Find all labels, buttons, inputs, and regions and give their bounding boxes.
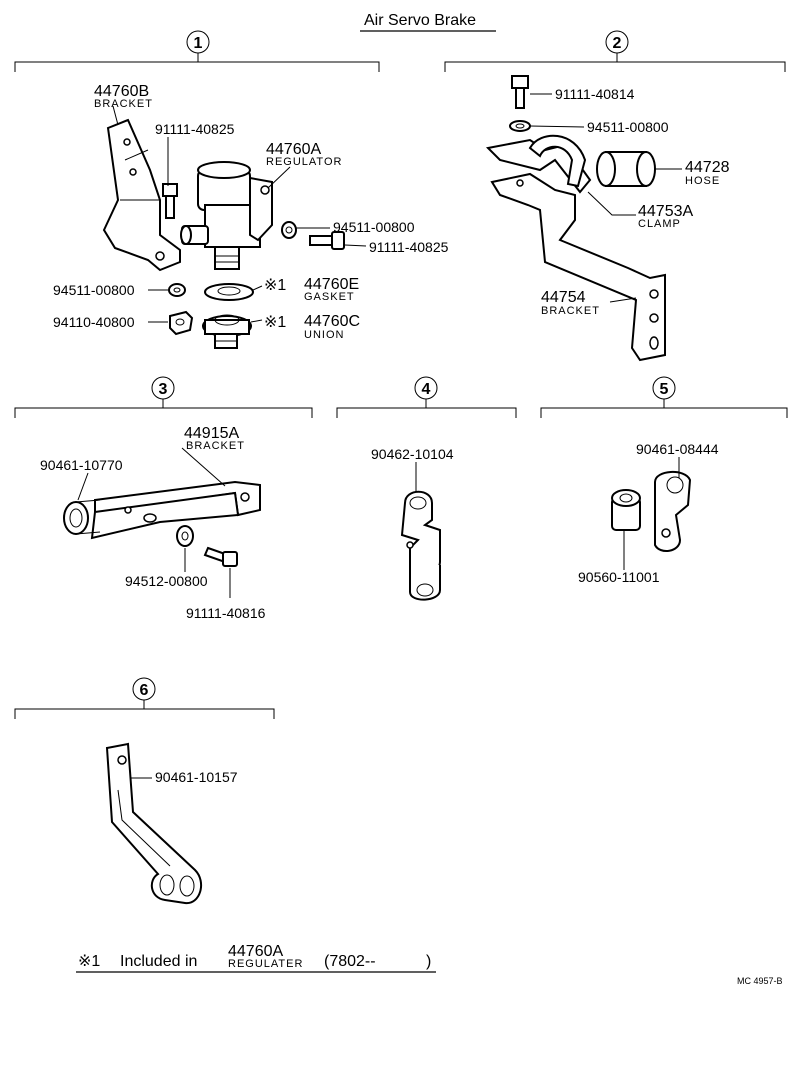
s1-gasket-mark: ※1: [264, 277, 286, 294]
section-1-header: 1: [14, 30, 380, 72]
section-2-leaders: [529, 93, 682, 303]
section-3-leaders: [77, 447, 231, 598]
svg-text:3: 3: [159, 381, 168, 398]
s1-bolt-right-pn: 91111-40825: [369, 239, 449, 255]
s1-bolt-pn: 91111-40825: [155, 121, 235, 137]
s3-bracket-pn: 44915A: [184, 425, 239, 442]
s6-clip-pn: 90461-10157: [155, 769, 238, 785]
section-6-header: 6: [14, 677, 275, 719]
section-5-leaders: [623, 457, 680, 570]
section-4-clip-drawing: [400, 490, 441, 601]
s2-hose-name: HOSE: [685, 175, 720, 187]
section-1-leaders: [112, 105, 367, 323]
svg-text:2: 2: [613, 35, 622, 52]
s1-gasket-name: GASKET: [304, 291, 355, 303]
section-6-clip-drawing: [105, 742, 203, 905]
s5-clip-pn: 90461-08444: [636, 441, 719, 457]
section-2-washer-drawing: [509, 120, 531, 132]
footnote-range: (7802--: [324, 953, 376, 970]
page-title: Air Servo Brake: [364, 12, 476, 29]
footnote-text: Included in: [120, 953, 197, 970]
footnote-close: ): [426, 953, 431, 970]
s1-regulator-name: REGULATOR: [266, 156, 342, 168]
s5-sleeve-pn: 90560-11001: [578, 569, 660, 585]
s2-clamp-pn: 44753A: [638, 203, 693, 220]
section-2-hose-drawing: [596, 151, 656, 187]
section-3-clip-drawing: [63, 499, 101, 535]
s1-regulator-pn: 44760A: [266, 141, 321, 158]
svg-text:4: 4: [422, 381, 431, 398]
section-1-washer-right-drawing: [281, 221, 297, 239]
s1-union-name: UNION: [304, 329, 344, 341]
s2-washer-pn: 94511-00800: [587, 119, 669, 135]
s2-clamp-name: CLAMP: [638, 218, 681, 230]
section-3-header: 3: [14, 376, 313, 418]
section-1-gasket-drawing: [204, 283, 254, 301]
s4-clip-pn: 90462-10104: [371, 446, 454, 462]
section-1-bolt-right-drawing: [309, 231, 345, 250]
section-1-union-drawing: [202, 314, 252, 349]
footnote-mark: ※1: [78, 953, 100, 970]
section-3-bracket-drawing: [90, 480, 261, 540]
svg-text:5: 5: [660, 381, 669, 398]
drawing-code: MC 4957-B: [737, 976, 783, 986]
s2-bracket-pn: 44754: [541, 289, 586, 306]
s2-hose-pn: 44728: [685, 159, 730, 176]
s3-clip-pn: 90461-10770: [40, 457, 123, 473]
s2-bolt-pn: 91111-40814: [555, 86, 635, 102]
footnote-pn: 44760A: [228, 943, 283, 960]
svg-text:1: 1: [194, 35, 203, 52]
s1-washer-left-pn: 94511-00800: [53, 282, 135, 298]
section-2-bolt-drawing: [511, 75, 529, 109]
s3-washer-pn: 94512-00800: [125, 573, 208, 589]
s1-nut-pn: 94110-40800: [53, 314, 135, 330]
section-1-washer-left-drawing: [168, 283, 186, 297]
section-3-washer-drawing: [176, 525, 194, 547]
section-3-bolt-drawing: [203, 546, 238, 567]
s1-washer-right-pn: 94511-00800: [333, 219, 415, 235]
s3-bracket-name: BRACKET: [186, 440, 245, 452]
s1-union-mark: ※1: [264, 314, 286, 331]
s3-bolt-pn: 91111-40816: [186, 605, 266, 621]
section-1-bolt-drawing: [162, 183, 178, 219]
section-2-header: 2: [444, 30, 786, 72]
svg-text:6: 6: [140, 682, 149, 699]
section-5-sleeve-drawing: [611, 489, 641, 531]
section-1-regulator-drawing: [180, 161, 273, 270]
section-1-bracket-drawing: [102, 118, 181, 272]
section-4-header: 4: [336, 376, 517, 418]
section-5-header: 5: [540, 376, 788, 418]
section-5-clip-drawing: [654, 471, 692, 552]
section-2-bracket-drawing: [490, 172, 666, 362]
section-1-nut-drawing: [169, 310, 194, 336]
section-2-clamp-drawing: [485, 134, 592, 194]
s1-union-pn: 44760C: [304, 313, 360, 330]
s2-bracket-name: BRACKET: [541, 305, 600, 317]
s1-bracket-name: BRACKET: [94, 98, 153, 110]
s1-bracket-pn: 44760B: [94, 83, 149, 100]
s1-gasket-pn: 44760E: [304, 276, 359, 293]
footnote-name: REGULATER: [228, 958, 303, 970]
